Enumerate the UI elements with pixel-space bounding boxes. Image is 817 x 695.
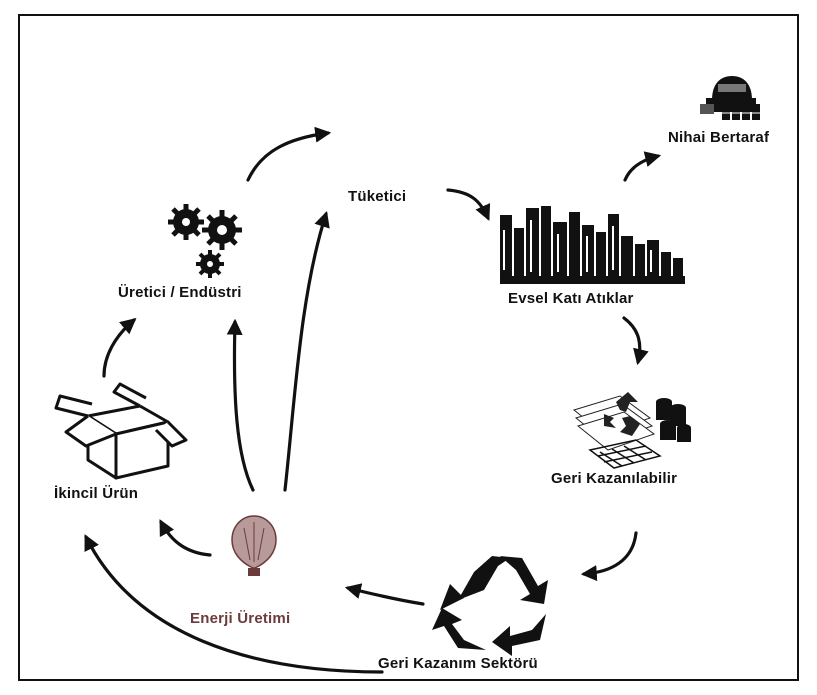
open-box-icon: [54, 382, 188, 480]
node-label-enerji-uretimi: Enerji Üretimi: [190, 610, 291, 627]
arrow-sektor-to-ikincil: [84, 534, 384, 674]
diagram-frame: [18, 14, 799, 681]
node-label-nihai-bertaraf: Nihai Bertaraf: [668, 129, 770, 146]
city-skyline-icon: [500, 206, 685, 284]
node-label-tuketici: Tüketici: [348, 188, 407, 205]
arrow-tuketici-to-evsel: [446, 188, 491, 221]
gears-icon: [168, 204, 242, 278]
node-label-uretici-endustri: Üretici / Endüstri: [118, 284, 242, 301]
landfill-machine-icon: [700, 76, 760, 120]
arrow-ikincil-to-uretici: [102, 317, 137, 378]
node-label-ikincil-urun: İkincil Ürün: [54, 485, 139, 502]
node-label-geri-kazanilabilir: Geri Kazanılabilir: [551, 470, 678, 487]
arrow-sektor-to-enerji: [344, 583, 425, 606]
light-bulb-icon: [231, 515, 277, 576]
recycle-symbol-icon: [432, 556, 548, 656]
node-label-geri-kazanim-sektoru: Geri Kazanım Sektörü: [378, 655, 538, 672]
arrow-enerji-to-ikincil: [159, 519, 212, 557]
arrow-evsel-to-nihai: [623, 151, 662, 182]
arrow-enerji-to-uretici: [226, 318, 255, 492]
arrow-evsel-to-geri: [622, 316, 649, 366]
arrow-enerji-to-tuketici: [283, 210, 330, 492]
recyclable-materials-icon: [572, 392, 691, 469]
arrow-uretici-to-tuketici: [246, 126, 332, 182]
arrow-geri-to-sektor: [580, 531, 638, 582]
node-label-evsel-kati-atiklar: Evsel Katı Atıklar: [508, 290, 634, 307]
